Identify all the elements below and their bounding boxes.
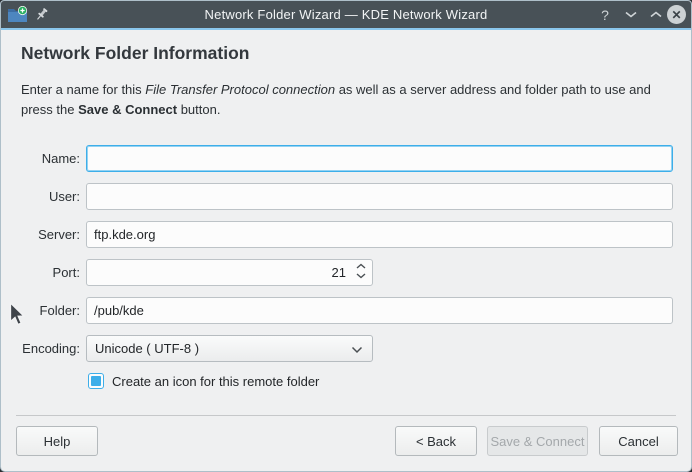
user-input[interactable] <box>86 183 673 210</box>
create-icon-checkbox-label: Create an icon for this remote folder <box>112 373 320 389</box>
create-icon-checkbox[interactable] <box>88 373 104 389</box>
encoding-combobox[interactable]: Unicode ( UTF-8 ) <box>86 335 373 362</box>
footer-separator <box>16 415 676 416</box>
save-connect-emphasis: Save & Connect <box>78 102 178 117</box>
titlebar-accent-line <box>1 28 691 30</box>
encoding-row: Encoding: Unicode ( UTF-8 ) <box>1 335 691 362</box>
description-text: Enter a name for this File Transfer Prot… <box>21 82 651 117</box>
port-row: Port: <box>1 259 691 286</box>
user-row: User: <box>1 183 691 210</box>
server-label: Server: <box>38 227 80 242</box>
create-icon-checkbox-row[interactable]: Create an icon for this remote folder <box>88 372 319 390</box>
titlebar[interactable]: Network Folder Wizard — KDE Network Wiza… <box>1 1 691 28</box>
folder-row: Folder: <box>1 297 691 324</box>
port-spinbox[interactable] <box>86 259 373 286</box>
spin-down-icon <box>356 273 366 279</box>
port-label: Port: <box>52 265 80 280</box>
back-button[interactable]: < Back <box>395 426 477 456</box>
help-button[interactable]: Help <box>16 426 98 456</box>
maximize-button[interactable] <box>644 1 668 28</box>
save-connect-button[interactable]: Save & Connect <box>487 426 588 456</box>
name-label: Name: <box>41 151 80 166</box>
add-network-folder-icon[interactable] <box>7 6 28 23</box>
context-help-button[interactable]: ? <box>601 6 609 23</box>
server-row: Server: <box>1 221 691 248</box>
protocol-name: File Transfer Protocol connection <box>145 82 336 97</box>
pin-icon[interactable] <box>35 7 49 22</box>
server-input[interactable] <box>86 221 673 248</box>
folder-input[interactable] <box>86 297 673 324</box>
page-title: Network Folder Information <box>21 43 250 63</box>
user-label: User: <box>48 189 80 204</box>
spin-up-icon <box>356 263 366 269</box>
cancel-button[interactable]: Cancel <box>599 426 678 456</box>
name-input[interactable] <box>86 145 673 172</box>
encoding-selected-value: Unicode ( UTF-8 ) <box>95 341 200 356</box>
name-row: Name: <box>1 145 691 172</box>
encoding-label: Encoding: <box>22 341 80 356</box>
minimize-button[interactable] <box>619 1 643 28</box>
port-spinner-arrows[interactable] <box>355 262 367 283</box>
chevron-down-icon <box>351 346 363 354</box>
checkbox-checked-mark <box>91 376 101 386</box>
folder-label: Folder: <box>39 303 80 318</box>
window-title: Network Folder Wizard — KDE Network Wiza… <box>204 7 488 22</box>
close-icon[interactable]: ✕ <box>667 5 686 24</box>
